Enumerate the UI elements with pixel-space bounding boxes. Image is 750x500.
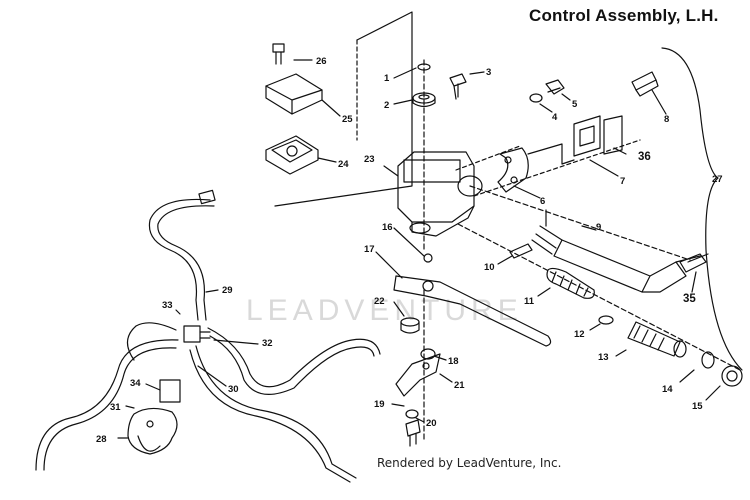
footer-credit: Rendered by LeadVenture, Inc. [377,456,562,470]
callout-2: 2 [384,100,389,111]
callout-4: 4 [552,112,558,123]
guide-line [455,145,521,171]
callout-30: 30 [228,384,239,395]
guide-line [473,139,641,197]
grommet-part-2 [412,92,436,108]
callout-18: 18 [448,356,459,367]
callout-20: 20 [426,418,437,429]
hose-part-30 [195,345,357,479]
nut-part-18 [420,348,436,360]
callout-10: 10 [484,262,495,273]
hose-loop [126,322,177,361]
hose-part-29 [157,205,215,321]
tee-fitting-part-33 [183,325,211,343]
callout-8: 8 [664,114,669,125]
pad-part-36 [603,115,623,155]
adjuster-part-35 [679,253,709,273]
callout-1: 1 [384,73,390,84]
fitting-part-29 [198,189,216,205]
hose-part-29 [148,198,211,321]
block-part-34 [159,379,181,403]
callout-7: 7 [620,176,625,187]
callout-19: 19 [374,399,385,410]
leader-3 [469,71,485,75]
bushing-part-22 [400,317,420,334]
callout-26: 26 [316,56,327,67]
callout-33: 33 [162,300,173,311]
callout-9: 9 [596,222,601,233]
brake-lever-part-17 [393,275,552,347]
reservoir-cover-part-25 [265,73,323,115]
group-bracket-27 [661,47,743,371]
bracket-part-21 [395,353,441,397]
callout-24: 24 [338,159,349,170]
nut-part-5 [545,79,565,95]
callout-12: 12 [574,329,585,340]
pin-part-16 [423,253,433,263]
switch-part-7 [573,115,601,157]
callout-25: 25 [342,114,353,125]
throttle-tube-part-9 [531,209,701,293]
callout-6: 6 [540,196,545,207]
fitting-part-10 [509,243,533,259]
screw-part-8 [631,71,659,97]
washer-part-14 [701,351,715,369]
hose-part-30 [189,349,351,483]
grip-spring-part-11 [546,267,595,299]
callout-32: 32 [262,338,273,349]
reservoir-group-line [274,11,413,207]
diagram-title: Control Assembly, L.H. [529,6,719,25]
callout-35: 35 [683,293,696,305]
callout-28: 28 [96,434,107,445]
bolt-part-19 [405,419,421,447]
bolt-part-3 [449,73,467,100]
callout-3: 3 [486,67,491,78]
callout-13: 13 [598,352,609,363]
callout-22: 22 [374,296,385,307]
callout-23: 23 [364,154,375,165]
callout-11: 11 [524,296,535,307]
washer-part-20 [405,409,419,419]
guide-line [469,185,691,261]
callout-16: 16 [382,222,393,233]
callout-17: 17 [364,244,375,255]
washer-part-1 [417,63,431,71]
callout-36: 36 [638,151,651,163]
callout-34: 34 [130,378,141,389]
hose-part-31 [35,339,179,471]
callout-15: 15 [692,401,703,412]
grip-part-13 [627,321,687,358]
hose-part-32 [207,327,381,388]
callout-14: 14 [662,384,673,395]
callout-31: 31 [110,402,121,413]
guide-line [457,223,741,371]
callout-27: 27 [712,174,723,185]
screw-part-26 [272,43,285,65]
hose-part-32 [209,335,375,395]
master-cylinder-body-part-23 [397,151,483,237]
switch-bracket-line [527,143,575,165]
clamp-part-6 [497,147,529,193]
bracket-part-28 [127,407,178,455]
washer-part-4 [529,93,543,103]
end-cap-part-15 [721,365,743,387]
washer-part-12 [598,315,614,325]
diaphragm-part-24 [265,135,319,175]
callout-5: 5 [572,99,578,110]
callout-29: 29 [222,285,233,296]
hose-part-31 [43,347,177,471]
callout-21: 21 [454,380,465,391]
